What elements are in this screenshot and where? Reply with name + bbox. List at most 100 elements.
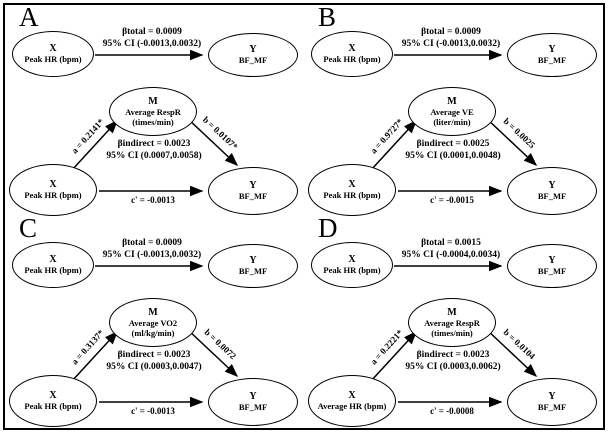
beta-indirect-ci: 95% CI (0.0003,0.0062) — [405, 362, 501, 372]
beta-indirect-value: βindirect = 0.0023 — [416, 350, 490, 360]
beta-indirect-ci: 95% CI (0.0001,0.0048) — [405, 151, 501, 161]
y-node-total: Y BF_MF — [208, 33, 298, 77]
node-title: M — [148, 95, 158, 107]
x-node-mediation: X Peak HR (bpm) — [308, 164, 396, 216]
node-subtitle: BF_MF — [238, 55, 268, 66]
c-path-label: c' = -0.0013 — [131, 195, 175, 205]
node-title: Y — [548, 255, 556, 267]
node-title: Y — [548, 44, 556, 56]
node-subtitle: BF_MF — [537, 402, 567, 413]
node-subtitle: BF_MF — [238, 191, 268, 202]
path-arrows — [370, 260, 538, 408]
node-title: X — [348, 254, 356, 266]
node-title: X — [348, 43, 356, 55]
b-path-arrow — [186, 328, 239, 378]
a-path-arrow — [370, 119, 418, 171]
beta-total-ci: 95% CI (-0.0013,0.0032) — [102, 39, 202, 49]
figure-frame: A X Peak HR (bpm) Y BF_MF βtotal = 0.000… — [3, 3, 605, 430]
node-subtitle: BF_MF — [537, 191, 567, 202]
x-node-mediation: X Peak HR (bpm) — [9, 375, 97, 427]
beta-total-ci: 95% CI (-0.0013,0.0032) — [102, 250, 202, 260]
beta-indirect-text: βindirect = 0.0023 95% CI (0.0003,0.0062… — [365, 349, 541, 373]
node-subtitle: Average RespR — [125, 106, 181, 117]
a-path-arrow — [71, 119, 119, 171]
node-title: X — [348, 390, 356, 402]
x-node-total: X Peak HR (bpm) — [311, 242, 393, 288]
y-node-mediation: Y BF_MF — [507, 167, 597, 215]
beta-indirect-value: βindirect = 0.0025 — [416, 139, 490, 149]
y-node-mediation: Y BF_MF — [507, 378, 597, 426]
node-title: M — [447, 95, 457, 107]
beta-indirect-ci: 95% CI (0.0007,0.0058) — [106, 151, 202, 161]
mediator-node: M Average RespR (times/min) — [109, 87, 197, 136]
panel-label: C — [19, 213, 38, 243]
beta-indirect-text: βindirect = 0.0023 95% CI (0.0003,0.0047… — [66, 349, 242, 373]
node-subtitle: Peak HR (bpm) — [323, 190, 381, 201]
node-subtitle: Peak HR (bpm) — [323, 54, 381, 65]
node-unit: (liter/min) — [433, 117, 471, 127]
beta-total-ci: 95% CI (-0.0004,0.0034) — [401, 250, 501, 260]
panel-label: A — [19, 2, 39, 32]
beta-total-value: βtotal = 0.0009 — [122, 27, 182, 37]
mediator-node: M Average VO2 (ml/kg/min) — [109, 298, 197, 347]
y-node-total: Y BF_MF — [507, 244, 597, 288]
node-subtitle: Average VE — [430, 106, 474, 117]
beta-total-text: βtotal = 0.0009 95% CI (-0.0013,0.0032) — [64, 26, 240, 50]
panel-a: A X Peak HR (bpm) Y BF_MF βtotal = 0.000… — [5, 2, 304, 216]
beta-total-text: βtotal = 0.0015 95% CI (-0.0004,0.0034) — [363, 237, 539, 261]
panel-c: C X Peak HR (bpm) Y BF_MF βtotal = 0.000… — [5, 213, 304, 427]
node-subtitle: Average VO2 — [128, 317, 178, 328]
x-node-mediation: X Average HR (bpm) — [308, 375, 396, 427]
beta-total-value: βtotal = 0.0009 — [421, 27, 481, 37]
beta-indirect-ci: 95% CI (0.0003,0.0047) — [106, 362, 202, 372]
node-subtitle: BF_MF — [238, 402, 268, 413]
node-title: Y — [548, 391, 556, 403]
beta-indirect-text: βindirect = 0.0025 95% CI (0.0001,0.0048… — [365, 138, 541, 162]
beta-total-value: βtotal = 0.0015 — [421, 238, 481, 248]
x-node-mediation: X Peak HR (bpm) — [9, 164, 97, 216]
y-node-mediation: Y BF_MF — [208, 167, 298, 215]
y-node-total: Y BF_MF — [507, 33, 597, 77]
node-unit: (ml/kg/min) — [131, 328, 175, 338]
beta-total-text: βtotal = 0.0009 95% CI (-0.0013,0.0032) — [363, 26, 539, 50]
x-node-total: X Peak HR (bpm) — [311, 31, 393, 77]
c-path-label: c' = -0.0013 — [131, 406, 175, 416]
a-path-arrow — [370, 330, 418, 382]
beta-total-text: βtotal = 0.0009 95% CI (-0.0013,0.0032) — [64, 237, 240, 261]
node-subtitle: Peak HR (bpm) — [24, 190, 82, 201]
node-subtitle: BF_MF — [537, 266, 567, 277]
c-path-label: c' = -0.0015 — [430, 195, 474, 205]
node-title: Y — [548, 180, 556, 192]
panel-label: B — [318, 2, 337, 32]
b-path-arrow — [485, 328, 538, 378]
node-title: M — [148, 306, 158, 318]
panel-b: B X Peak HR (bpm) Y BF_MF βtotal = 0.000… — [304, 2, 603, 216]
node-title: X — [49, 43, 57, 55]
path-arrows — [370, 49, 538, 197]
mediator-node: M Average VE (liter/min) — [408, 87, 496, 136]
x-node-total: X Peak HR (bpm) — [12, 242, 94, 288]
node-title: Y — [249, 180, 257, 192]
panel-d: D X Peak HR (bpm) Y BF_MF βtotal = 0.001… — [304, 213, 603, 427]
b-path-arrow — [186, 117, 239, 167]
panel-label: D — [318, 213, 338, 243]
node-title: Y — [249, 255, 257, 267]
node-title: X — [49, 179, 57, 191]
beta-indirect-value: βindirect = 0.0023 — [117, 350, 191, 360]
beta-total-ci: 95% CI (-0.0013,0.0032) — [401, 39, 501, 49]
path-arrows — [71, 49, 239, 197]
a-path-arrow — [71, 330, 119, 382]
b-path-arrow — [485, 117, 538, 167]
node-unit: (times/min) — [431, 328, 473, 338]
mediator-node: M Average RespR (times/min) — [408, 298, 496, 347]
node-subtitle: Peak HR (bpm) — [24, 54, 82, 65]
node-title: X — [348, 179, 356, 191]
node-subtitle: BF_MF — [238, 266, 268, 277]
y-node-mediation: Y BF_MF — [208, 378, 298, 426]
node-title: X — [49, 254, 57, 266]
y-node-total: Y BF_MF — [208, 244, 298, 288]
beta-indirect-text: βindirect = 0.0023 95% CI (0.0007,0.0058… — [66, 138, 242, 162]
x-node-total: X Peak HR (bpm) — [12, 31, 94, 77]
node-title: Y — [249, 391, 257, 403]
beta-indirect-value: βindirect = 0.0023 — [117, 139, 191, 149]
